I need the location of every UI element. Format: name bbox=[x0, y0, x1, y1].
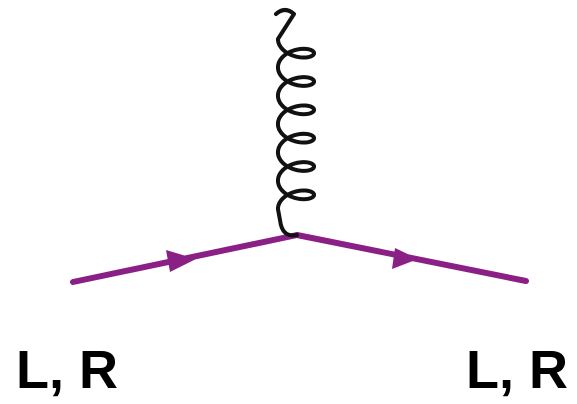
incoming-label: L, R bbox=[16, 340, 118, 400]
outgoing-label: L, R bbox=[466, 340, 568, 400]
outgoing-arrow-icon bbox=[392, 248, 418, 269]
incoming-arrow-icon bbox=[166, 250, 196, 272]
gluon-line bbox=[274, 8, 317, 238]
